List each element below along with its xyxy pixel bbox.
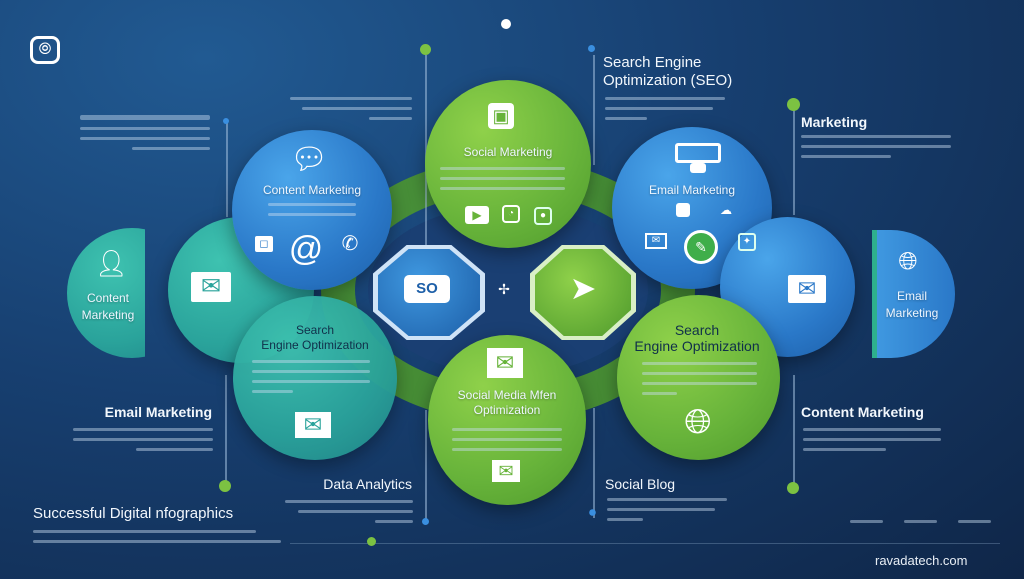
heading-email-marketing: Email Marketing (104, 404, 212, 420)
mail-icon: ✉ (788, 275, 826, 303)
heading-data-analytics: Data Analytics (323, 476, 412, 492)
circle-content-marketing (232, 130, 392, 290)
dot (219, 480, 231, 492)
text-placeholder (33, 530, 281, 550)
text-placeholder (80, 115, 210, 157)
circle-label: Social Marketing (463, 145, 553, 159)
octagon-right (535, 249, 631, 336)
connector-line (226, 122, 228, 217)
chat-icon: 💬︎ (290, 143, 329, 176)
sparkle-icon: ✢ (498, 281, 510, 297)
globe-icon: 🌐︎ (684, 403, 712, 441)
text-placeholder (290, 97, 412, 127)
circle-label: Search Engine Optimization (634, 322, 760, 354)
text-placeholder (803, 428, 941, 458)
text-placeholder (452, 428, 562, 458)
text-placeholder (285, 500, 413, 530)
connector-line (225, 375, 227, 485)
circle-label: Social Media Mfen Optimization (457, 388, 557, 417)
connector-line (793, 375, 795, 485)
cursor-arrow-icon: ➤ (569, 270, 597, 306)
seo-bubble-icon: SO (404, 275, 450, 303)
circle-label: Email Marketing (648, 183, 736, 197)
text-placeholder (268, 203, 356, 223)
connector-line (593, 408, 595, 518)
circle-label: Email Marketing (885, 289, 939, 320)
text-placeholder (607, 498, 727, 528)
image-icon: ▣ (488, 103, 514, 129)
heading-seo: Search Engine Optimization (SEO) (603, 54, 733, 89)
play-icon: ▶ (465, 206, 489, 224)
text-placeholder (850, 517, 1000, 535)
text-placeholder (642, 362, 757, 402)
dot (367, 537, 376, 546)
connector-line (593, 55, 595, 165)
dot (420, 44, 431, 55)
text-placeholder (605, 97, 725, 127)
page-title: Successful Digital nfographics (33, 505, 234, 522)
heading-social-blog: Social Blog (605, 476, 676, 492)
chat-bubble-icon: ✎ (684, 230, 718, 264)
text-placeholder (440, 167, 565, 197)
dot (787, 98, 800, 111)
globe-icon: 🌐︎ (898, 248, 918, 275)
dot (787, 482, 799, 494)
mail-icon: ✉ (487, 348, 523, 378)
connector-line (425, 410, 427, 520)
circle-label: Search Engine Optimization (261, 323, 369, 352)
circle-label: Content Marketing (81, 291, 135, 322)
app-icon (676, 203, 690, 217)
mail-icon: ✉ (191, 272, 231, 302)
at-icon: @ (288, 230, 324, 268)
cloud-icon: ☁ (720, 203, 732, 217)
monitor-icon (675, 143, 721, 163)
mail-icon: ✉ (295, 412, 331, 438)
watermark: ravadatech.com (875, 553, 968, 568)
dot (223, 118, 229, 124)
text-placeholder (73, 428, 213, 458)
app-icon: ● (534, 207, 552, 225)
user-icon: 👤︎ (95, 248, 129, 278)
bottom-line (290, 543, 1000, 544)
dot (422, 518, 429, 525)
text-placeholder (252, 360, 370, 400)
text-placeholder (801, 135, 951, 165)
app-icon: ✦ (738, 233, 756, 251)
heading-content-marketing: Content Marketing (801, 404, 924, 420)
dot (589, 509, 596, 516)
app-icon: ◔ (502, 205, 520, 223)
dot (588, 45, 595, 52)
circle-label: Content Marketing (262, 183, 362, 197)
circle-seo-right (617, 295, 780, 460)
monitor-stand-icon (690, 163, 706, 173)
connector-line (793, 110, 795, 215)
mail-image-icon: ✉ (645, 233, 667, 249)
heading-marketing: Marketing (801, 114, 868, 130)
phone-icon: ✆ (341, 233, 359, 255)
logo-icon: ⦾ (30, 36, 60, 64)
dot (501, 19, 511, 29)
mail-icon: ✉ (492, 460, 520, 482)
square-icon: ◻ (255, 236, 273, 252)
